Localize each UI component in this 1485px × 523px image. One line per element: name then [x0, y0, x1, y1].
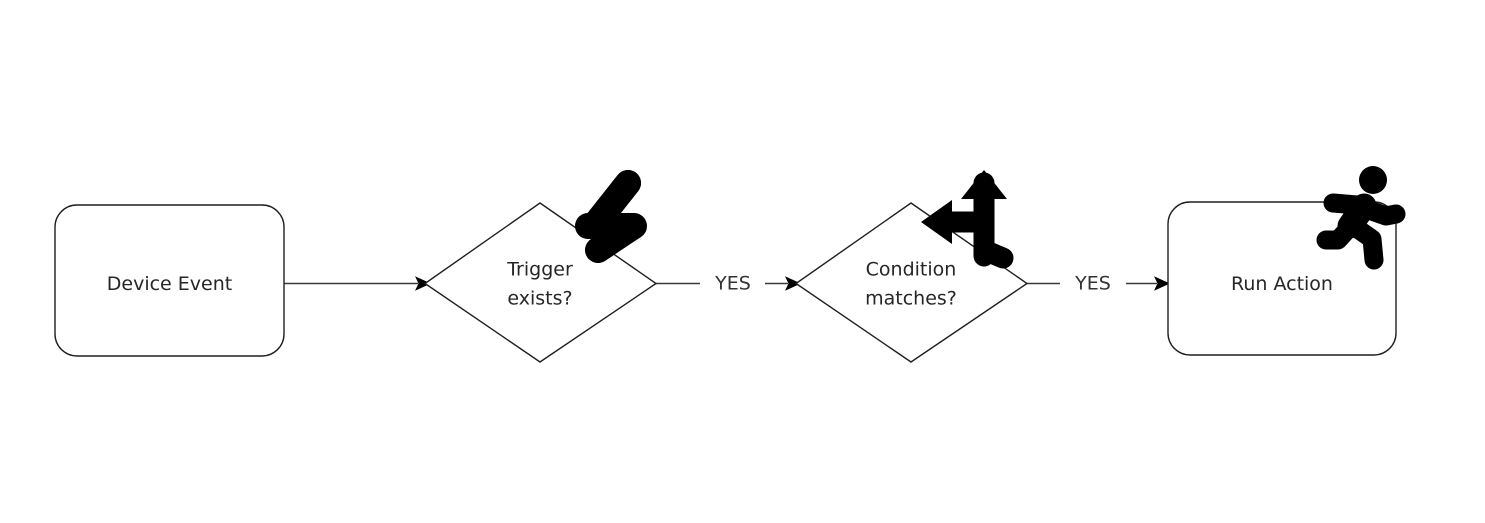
condition-matches-label-line1: Condition	[866, 259, 957, 281]
edge-condition-to-action: YES	[1027, 273, 1170, 295]
device-event-label: Device Event	[107, 273, 232, 295]
trigger-exists-label-line1: Trigger	[506, 259, 573, 281]
node-trigger-exists[interactable]: Trigger exists?	[423, 202, 658, 363]
edge-label-yes-1: YES	[714, 273, 751, 295]
node-device-event[interactable]: Device Event	[54, 204, 285, 357]
arrowhead-icon	[415, 276, 431, 291]
trigger-exists-label-line2: exists?	[507, 288, 572, 310]
device-event-box[interactable]	[54, 204, 285, 357]
arrowhead-icon	[1154, 276, 1170, 291]
condition-matches-label-line2: matches?	[865, 288, 957, 310]
trigger-exists-diamond[interactable]	[423, 202, 658, 363]
edge-event-to-trigger	[284, 276, 431, 291]
arrowhead-icon	[785, 276, 801, 291]
lightning-bolt-icon	[575, 170, 647, 263]
branch-arrow-icon	[921, 170, 1014, 269]
run-action-label: Run Action	[1231, 273, 1333, 295]
edge-trigger-to-condition: YES	[656, 273, 801, 295]
edge-label-yes-2: YES	[1074, 273, 1111, 295]
running-person-icon	[1316, 166, 1406, 270]
